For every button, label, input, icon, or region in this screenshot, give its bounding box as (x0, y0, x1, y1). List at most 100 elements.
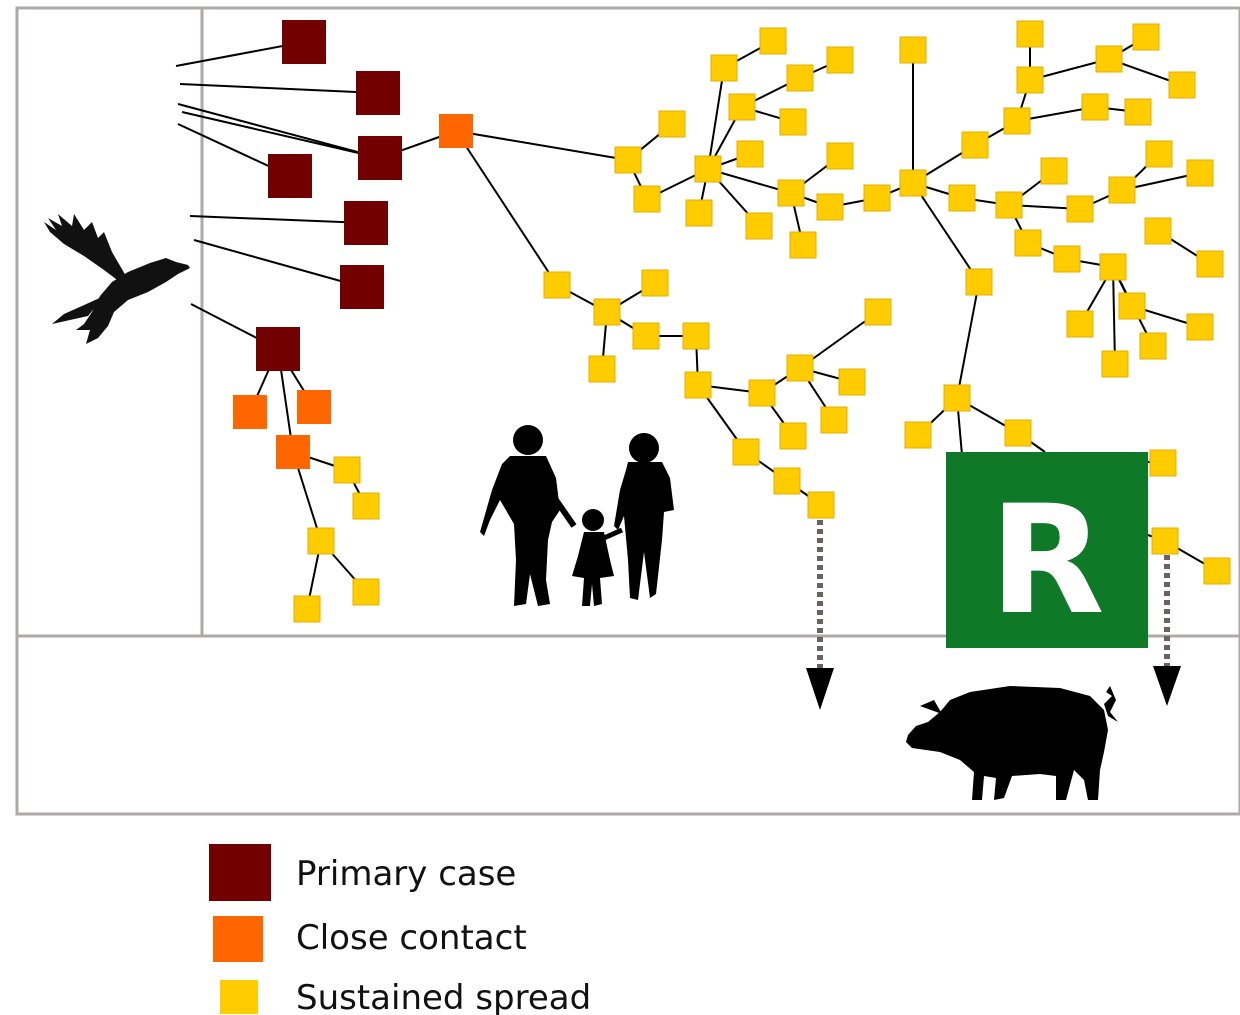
sustained-spread-node (1003, 107, 1031, 135)
sustained-spread-node (995, 191, 1023, 219)
sustained-spread-node (728, 93, 756, 121)
sustained-spread-node (1066, 195, 1094, 223)
sustained-spread-node (1186, 313, 1214, 341)
close-contact-node (276, 435, 310, 469)
flying-goose-icon (44, 214, 190, 344)
sustained-spread-node (807, 491, 835, 519)
sustained-spread-node (614, 146, 642, 174)
family-silhouette-icon (480, 425, 674, 606)
sustained-spread-node (779, 108, 807, 136)
sustained-spread-node (732, 438, 760, 466)
sustained-spread-node (789, 231, 817, 259)
sustained-spread-node (1101, 350, 1129, 378)
sustained-spread-node (293, 595, 321, 623)
legend-item-primary: Primary case (209, 844, 516, 901)
sustained-spread-node (685, 199, 713, 227)
sustained-spread-node (632, 322, 660, 350)
sustained-spread-node (1004, 419, 1032, 447)
close-contact-node (439, 114, 473, 148)
sustained-spread-node (863, 184, 891, 212)
case-nodes (233, 20, 1231, 623)
transmission-edge (189, 215, 367, 224)
sustained-spread-node (816, 193, 844, 221)
sustained-spread-node (961, 131, 989, 159)
spillover-arrow-head (806, 668, 834, 710)
sustained-spread-node (899, 36, 927, 64)
primary-case-node (268, 154, 312, 198)
sustained-spread-node (588, 355, 616, 383)
sustained-spread-node (773, 467, 801, 495)
sustained-spread-node (864, 298, 892, 326)
spillover-arrows (806, 520, 1181, 710)
sustained-spread-node (1081, 93, 1109, 121)
sustained-spread-node (838, 368, 866, 396)
close-contact-node (233, 395, 267, 429)
primary-case-node (356, 71, 400, 115)
sustained-spread-node (1108, 176, 1136, 204)
legend: Primary case Close contact Sustained spr… (209, 844, 591, 1015)
legend-item-spread: Sustained spread (220, 978, 591, 1015)
sustained-spread-node (333, 456, 361, 484)
sustained-spread-node (1014, 229, 1042, 257)
legend-swatch-contact (213, 916, 263, 962)
sustained-spread-node (736, 140, 764, 168)
sustained-spread-node (904, 421, 932, 449)
sustained-spread-node (658, 110, 686, 138)
sustained-spread-node (777, 179, 805, 207)
legend-label-spread: Sustained spread (296, 978, 591, 1015)
sustained-spread-node (826, 46, 854, 74)
transmission-edge (956, 281, 980, 399)
sustained-spread-node (1016, 20, 1044, 48)
transmission-edge (193, 239, 363, 288)
sustained-spread-node (593, 298, 621, 326)
sustained-spread-node (352, 492, 380, 520)
sustained-spread-node (710, 54, 738, 82)
sustained-spread-node (1145, 140, 1173, 168)
sustained-spread-node (1118, 292, 1146, 320)
sustained-spread-node (682, 322, 710, 350)
legend-label-primary: Primary case (296, 854, 516, 894)
primary-case-node (358, 136, 402, 180)
sustained-spread-node (948, 184, 976, 212)
sustained-spread-node (1053, 245, 1081, 273)
legend-swatch-primary (209, 844, 271, 901)
transmission-edge (912, 182, 980, 283)
sustained-spread-node (641, 269, 669, 297)
legend-item-contact: Close contact (213, 916, 527, 962)
sustained-spread-node (1186, 159, 1214, 187)
sustained-spread-node (826, 142, 854, 170)
transmission-edge (455, 130, 558, 286)
sustained-spread-node (786, 64, 814, 92)
sustained-spread-node (1196, 250, 1224, 278)
sustained-spread-node (1149, 449, 1177, 477)
sustained-spread-node (786, 354, 814, 382)
transmission-edge (1112, 266, 1116, 365)
primary-case-node (282, 20, 326, 64)
sustained-spread-node (748, 379, 776, 407)
legend-label-contact: Close contact (296, 918, 527, 958)
sustained-spread-node (1139, 332, 1167, 360)
sustained-spread-node (1016, 66, 1044, 94)
pig-silhouette-icon (906, 686, 1118, 800)
primary-case-node (344, 201, 388, 245)
sustained-spread-node (943, 384, 971, 412)
sustained-spread-node (745, 212, 773, 240)
sustained-spread-node (1132, 23, 1160, 51)
sustained-spread-node (307, 527, 335, 555)
sustained-spread-node (779, 422, 807, 450)
sustained-spread-node (1151, 527, 1179, 555)
outer-frame (15, 6, 1240, 816)
sustained-spread-node (1099, 253, 1127, 281)
sustained-spread-node (1203, 557, 1231, 585)
sustained-spread-node (694, 155, 722, 183)
transmission-edge (707, 168, 792, 194)
primary-case-node (340, 265, 384, 309)
spillover-arrow-head (1153, 666, 1181, 706)
sustained-spread-node (684, 371, 712, 399)
transmission-edge (181, 111, 381, 159)
sustained-spread-node (633, 185, 661, 213)
sustained-spread-node (1168, 71, 1196, 99)
sustained-spread-node (1066, 310, 1094, 338)
sustained-spread-node (759, 27, 787, 55)
